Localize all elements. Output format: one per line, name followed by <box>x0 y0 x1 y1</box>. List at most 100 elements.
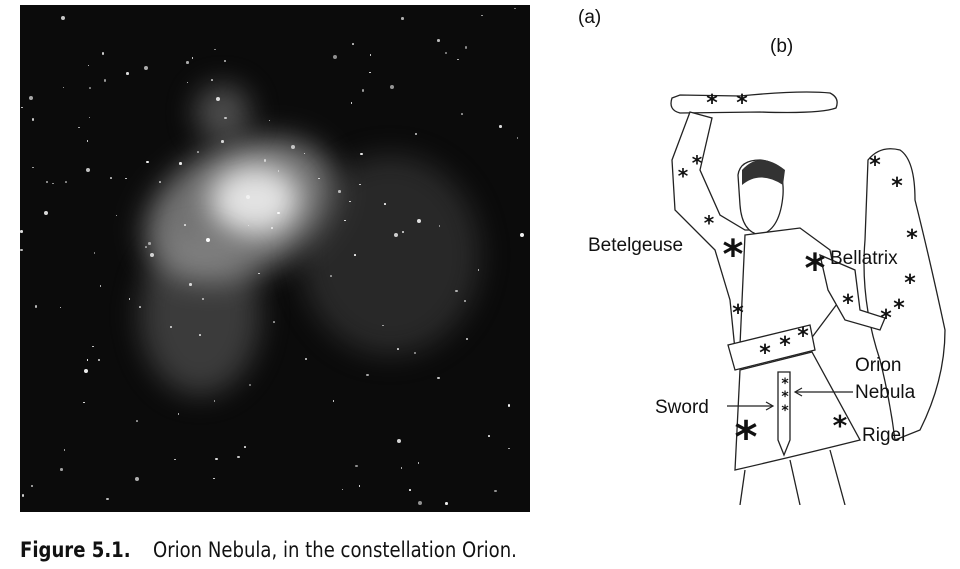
star <box>29 96 34 101</box>
star <box>401 17 404 20</box>
star <box>206 238 211 243</box>
star <box>417 500 422 505</box>
star <box>31 118 35 121</box>
svg-text:*: * <box>678 164 689 188</box>
star <box>366 373 369 377</box>
star <box>101 52 105 55</box>
star <box>197 151 199 153</box>
star <box>413 351 417 355</box>
star <box>93 252 96 254</box>
star <box>32 166 34 169</box>
star <box>224 116 227 120</box>
star <box>520 233 525 238</box>
star <box>89 87 91 89</box>
star <box>417 462 420 464</box>
star <box>244 446 246 448</box>
star <box>174 458 176 461</box>
star <box>277 211 280 215</box>
star <box>103 79 107 82</box>
star <box>30 484 34 488</box>
star <box>401 230 405 234</box>
star <box>400 467 403 469</box>
star <box>465 337 469 341</box>
star <box>390 85 395 90</box>
tunic <box>734 351 861 471</box>
star <box>62 86 65 89</box>
star <box>461 113 463 115</box>
sword <box>777 371 791 457</box>
star <box>63 449 66 451</box>
caption-text: Orion Nebula, in the constellation Orion… <box>152 538 517 562</box>
svg-text:*: * <box>736 91 748 116</box>
star <box>341 488 344 491</box>
star <box>92 345 94 348</box>
star <box>97 358 101 362</box>
star <box>332 54 337 59</box>
star <box>464 46 468 49</box>
star <box>516 137 519 139</box>
svg-text:*: * <box>779 333 791 358</box>
svg-text:*: * <box>869 153 881 178</box>
star <box>87 64 90 67</box>
star <box>444 51 448 55</box>
star <box>143 66 148 71</box>
star <box>59 306 62 308</box>
star <box>215 457 218 461</box>
star <box>99 285 102 287</box>
star <box>304 357 308 361</box>
star <box>273 321 275 323</box>
star <box>318 177 320 180</box>
star <box>139 306 141 308</box>
star <box>44 211 49 216</box>
star <box>494 489 497 493</box>
star <box>52 182 54 185</box>
star <box>125 177 127 180</box>
star <box>303 152 306 155</box>
star <box>45 180 49 184</box>
star <box>330 275 332 277</box>
star <box>369 54 372 56</box>
star <box>21 106 23 109</box>
svg-text:*: * <box>781 376 789 392</box>
star <box>355 464 358 467</box>
star <box>148 242 151 245</box>
star <box>477 269 480 271</box>
svg-text:*: * <box>704 211 715 235</box>
star <box>213 400 216 402</box>
svg-text:*: * <box>880 306 892 331</box>
svg-text:*: * <box>797 324 809 349</box>
star <box>463 299 467 303</box>
star <box>499 125 502 128</box>
star <box>409 489 411 491</box>
star <box>83 401 85 404</box>
star <box>191 57 194 59</box>
star <box>344 219 346 222</box>
star <box>245 195 250 200</box>
svg-text:*: * <box>906 226 918 251</box>
svg-text:*: * <box>706 91 718 116</box>
star <box>84 369 89 374</box>
svg-text:*: * <box>805 246 826 292</box>
star <box>369 71 371 74</box>
star <box>457 58 459 61</box>
star <box>338 190 341 193</box>
star <box>110 177 112 179</box>
label-orion: Orion <box>855 355 902 376</box>
star <box>384 203 386 205</box>
svg-text:*: * <box>759 341 771 366</box>
star <box>437 376 440 380</box>
star <box>221 140 224 143</box>
svg-text:*: * <box>732 301 744 326</box>
star <box>277 170 280 172</box>
svg-text:*: * <box>833 409 848 442</box>
star <box>21 494 25 497</box>
star <box>417 219 422 224</box>
star <box>78 126 80 129</box>
star <box>211 79 213 81</box>
star <box>20 248 23 252</box>
star <box>213 477 215 480</box>
svg-text:*: * <box>734 412 757 463</box>
star <box>514 7 516 10</box>
star <box>216 96 221 101</box>
star <box>270 226 274 230</box>
